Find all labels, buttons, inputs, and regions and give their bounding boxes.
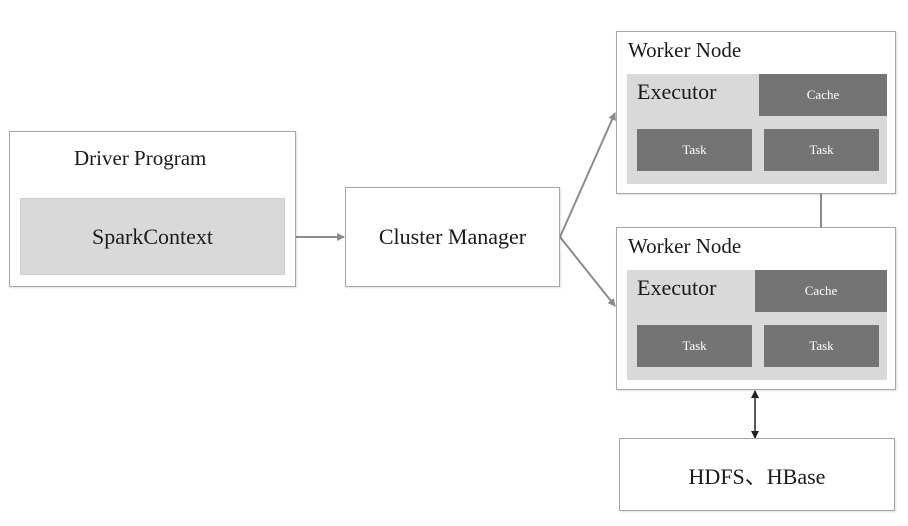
storage-box: HDFS、HBase xyxy=(619,438,895,511)
spark-context-label: SparkContext xyxy=(92,223,213,249)
executor-2-label: Executor xyxy=(637,275,717,300)
worker-node-1-title: Worker Node xyxy=(628,38,742,62)
task-2b-block: Task xyxy=(764,325,879,367)
worker-node-1: Worker Node Executor Cache Task Task xyxy=(616,31,896,194)
spark-context-block: SparkContext xyxy=(20,198,285,275)
task-2a-block: Task xyxy=(637,325,752,367)
driver-program-title: Driver Program xyxy=(74,146,207,170)
executor-2-block: Executor Cache Task Task xyxy=(627,270,887,380)
cache-1-block: Cache xyxy=(759,74,887,116)
cache-2-block: Cache xyxy=(755,270,887,312)
worker-node-2: Worker Node Executor Cache Task Task xyxy=(616,227,896,390)
cluster-manager-label: Cluster Manager xyxy=(378,224,527,249)
executor-1-block: Executor Cache Task Task xyxy=(627,74,887,184)
cluster-worker2-arrow xyxy=(559,236,616,307)
cluster-manager-box: Cluster Manager xyxy=(345,187,560,287)
cluster-worker1-arrow xyxy=(559,112,616,238)
storage-label: HDFS、HBase xyxy=(688,463,826,489)
task-1a-block: Task xyxy=(637,129,752,171)
task-1b-block: Task xyxy=(764,129,879,171)
executor-1-label: Executor xyxy=(637,79,717,104)
worker-node-2-title: Worker Node xyxy=(628,234,742,258)
driver-program-box: Driver Program SparkContext xyxy=(9,131,296,287)
